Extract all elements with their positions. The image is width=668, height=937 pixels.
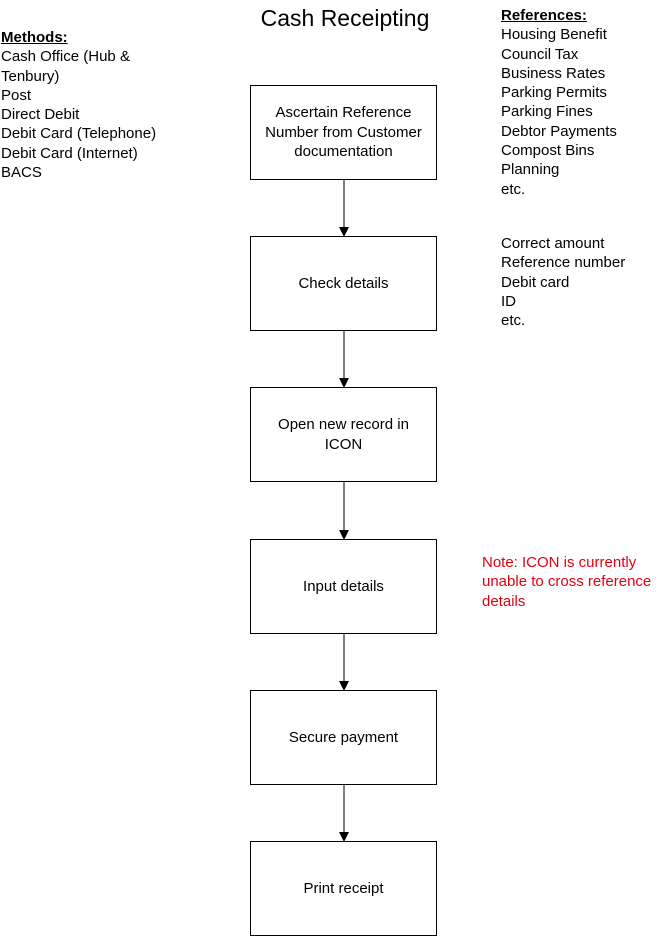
references-item: etc.	[501, 180, 526, 198]
note-line: unable to cross reference	[482, 573, 652, 591]
step-check-details: Check details	[250, 236, 437, 331]
references-item: Compost Bins	[501, 142, 595, 160]
step-label: Input details	[303, 577, 384, 595]
references-item: Parking Fines	[501, 103, 593, 121]
step-label: Ascertain Reference Number from Customer…	[265, 104, 422, 161]
check-item: ID	[501, 292, 516, 310]
references-item: Parking Permits	[501, 84, 607, 102]
references-item: Housing Benefit	[501, 26, 607, 44]
note-line: Note: ICON is currently	[482, 554, 637, 571]
references-list: References: Housing Benefit Council Tax …	[501, 6, 666, 199]
step-secure-payment: Secure payment	[250, 690, 437, 785]
references-heading: References:	[501, 7, 587, 24]
check-item: Correct amount	[501, 235, 605, 252]
methods-item: Direct Debit	[1, 106, 80, 124]
methods-list: Methods: Cash Office (Hub & Tenbury) Pos…	[1, 28, 181, 182]
check-item: etc.	[501, 312, 526, 330]
methods-item: BACS	[1, 164, 42, 182]
methods-item: Cash Office (Hub &	[1, 48, 130, 66]
diagram-title: Cash Receipting	[260, 5, 430, 31]
step-ascertain-reference: Ascertain Reference Number from Customer…	[250, 85, 437, 180]
methods-item: Debit Card (Internet)	[1, 144, 138, 162]
references-item: Business Rates	[501, 64, 606, 82]
methods-item: Debit Card (Telephone)	[1, 125, 157, 143]
methods-item: Tenbury)	[1, 67, 60, 85]
step-print-receipt: Print receipt	[250, 841, 437, 936]
references-item: Planning	[501, 161, 560, 179]
step-label: Print receipt	[303, 879, 384, 897]
note-line: details	[482, 592, 526, 610]
check-item: Debit card	[501, 273, 570, 291]
references-item: Council Tax	[501, 45, 579, 63]
references-item: Debtor Payments	[501, 122, 617, 140]
step-label: Open new record in ICON	[278, 416, 409, 453]
step-open-record: Open new record in ICON	[250, 387, 437, 482]
methods-heading: Methods:	[1, 29, 68, 46]
step-label: Secure payment	[288, 728, 399, 746]
check-item: Reference number	[501, 254, 626, 272]
methods-item: Post	[1, 86, 32, 104]
icon-limitation-note: Note: ICON is currently unable to cross …	[482, 553, 667, 611]
check-items-list: Correct amount Reference number Debit ca…	[501, 234, 666, 330]
step-label: Check details	[298, 274, 389, 292]
